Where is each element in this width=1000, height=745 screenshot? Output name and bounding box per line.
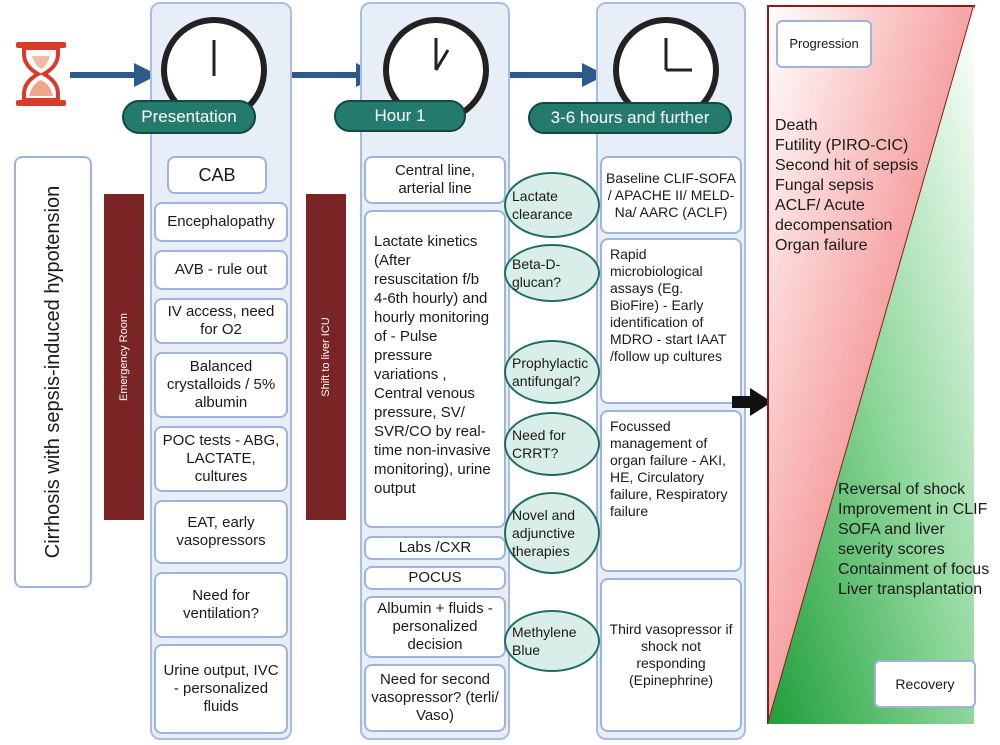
- progression-item: Fungal sepsis: [775, 177, 874, 194]
- recovery-item: Improvement in CLIF SOFA and liver sever…: [838, 501, 988, 558]
- emergency-room-label: Emergency Room: [118, 312, 130, 402]
- liver-icu-label: Shift to liver ICU: [320, 317, 332, 397]
- hour1-item: Lactate kinetics (After resuscitation f/…: [364, 210, 506, 528]
- progression-item: Organ failure: [775, 237, 868, 254]
- presentation-item: POC tests - ABG, LACTATE, cultures: [154, 426, 288, 492]
- hour1-item: Central line, arterial line: [364, 156, 506, 204]
- later-item: Focussed management of organ failure - A…: [600, 410, 742, 572]
- later-item: Rapid microbiological assays (Eg. BioFir…: [600, 238, 742, 404]
- presentation-item: Encephalopathy: [154, 202, 288, 242]
- progression-item: Futility (PIRO-CIC): [775, 137, 909, 154]
- oval-beta-d-glucan: Beta-D-glucan?: [504, 244, 600, 302]
- hour1-item: Need for second vasopressor? (terli/ Vas…: [364, 664, 506, 732]
- recovery-label: Recovery: [874, 660, 976, 708]
- presentation-item: EAT, early vasopressors: [154, 500, 288, 564]
- recovery-item: Reversal of shock: [838, 481, 966, 498]
- liver-icu-band: Shift to liver ICU: [306, 194, 346, 520]
- presentation-item: Need for ventilation?: [154, 572, 288, 638]
- later-item: Third vasopressor if shock not respondin…: [600, 578, 742, 732]
- presentation-item: CAB: [167, 156, 267, 194]
- hour1-item: POCUS: [364, 566, 506, 590]
- recovery-item: Liver transplantation: [838, 581, 983, 598]
- recovery-triangle: [768, 6, 974, 724]
- oval-novel-therapies: Novel and adjunctive therapies: [504, 492, 600, 574]
- timeline-arrow-3: [508, 63, 606, 87]
- progression-list: Death Futility (PIRO-CIC) Second hit of …: [775, 116, 955, 256]
- oval-prophylactic-antifungal: Prophylactic antifungal?: [504, 340, 600, 404]
- progression-item: Death: [775, 117, 818, 134]
- hour1-item: Labs /CXR: [364, 536, 506, 560]
- recovery-list: Reversal of shock Improvement in CLIF SO…: [838, 480, 990, 600]
- emergency-room-band: Emergency Room: [104, 194, 144, 520]
- oval-methylene-blue: Methylene Blue: [504, 610, 600, 672]
- condition-label: Cirrhosis with sepsis-induced hypotensio…: [42, 185, 64, 559]
- timeline-arrow-1: [70, 63, 158, 87]
- phase-later: 3-6 hours and further: [528, 102, 732, 134]
- progression-label: Progression: [776, 20, 872, 68]
- outcome-triangles: [767, 5, 976, 725]
- progression-item: Second hit of sepsis: [775, 157, 919, 174]
- phase-presentation: Presentation: [122, 100, 256, 134]
- later-item: Baseline CLIF-SOFA / APACHE II/ MELD-Na/…: [600, 156, 742, 234]
- hour1-item: Albumin + fluids -personalized decision: [364, 596, 506, 658]
- presentation-item: Balanced crystalloids / 5% albumin: [154, 352, 288, 418]
- presentation-item: IV access, need for O2: [154, 298, 288, 344]
- hourglass-icon: [16, 42, 66, 106]
- presentation-item: Urine output, IVC - personalized fluids: [154, 644, 288, 734]
- oval-need-for-crrt: Need for CRRT?: [504, 412, 600, 476]
- presentation-item: AVB - rule out: [154, 250, 288, 290]
- outcome-arrow: [732, 388, 772, 416]
- progression-item: ACLF/ Acute decompensation: [775, 197, 893, 234]
- oval-lactate-clearance: Lactate clearance: [504, 172, 600, 238]
- condition-label-box: Cirrhosis with sepsis-induced hypotensio…: [14, 156, 92, 588]
- recovery-item: Containment of focus: [838, 561, 990, 578]
- phase-hour1: Hour 1: [334, 100, 466, 132]
